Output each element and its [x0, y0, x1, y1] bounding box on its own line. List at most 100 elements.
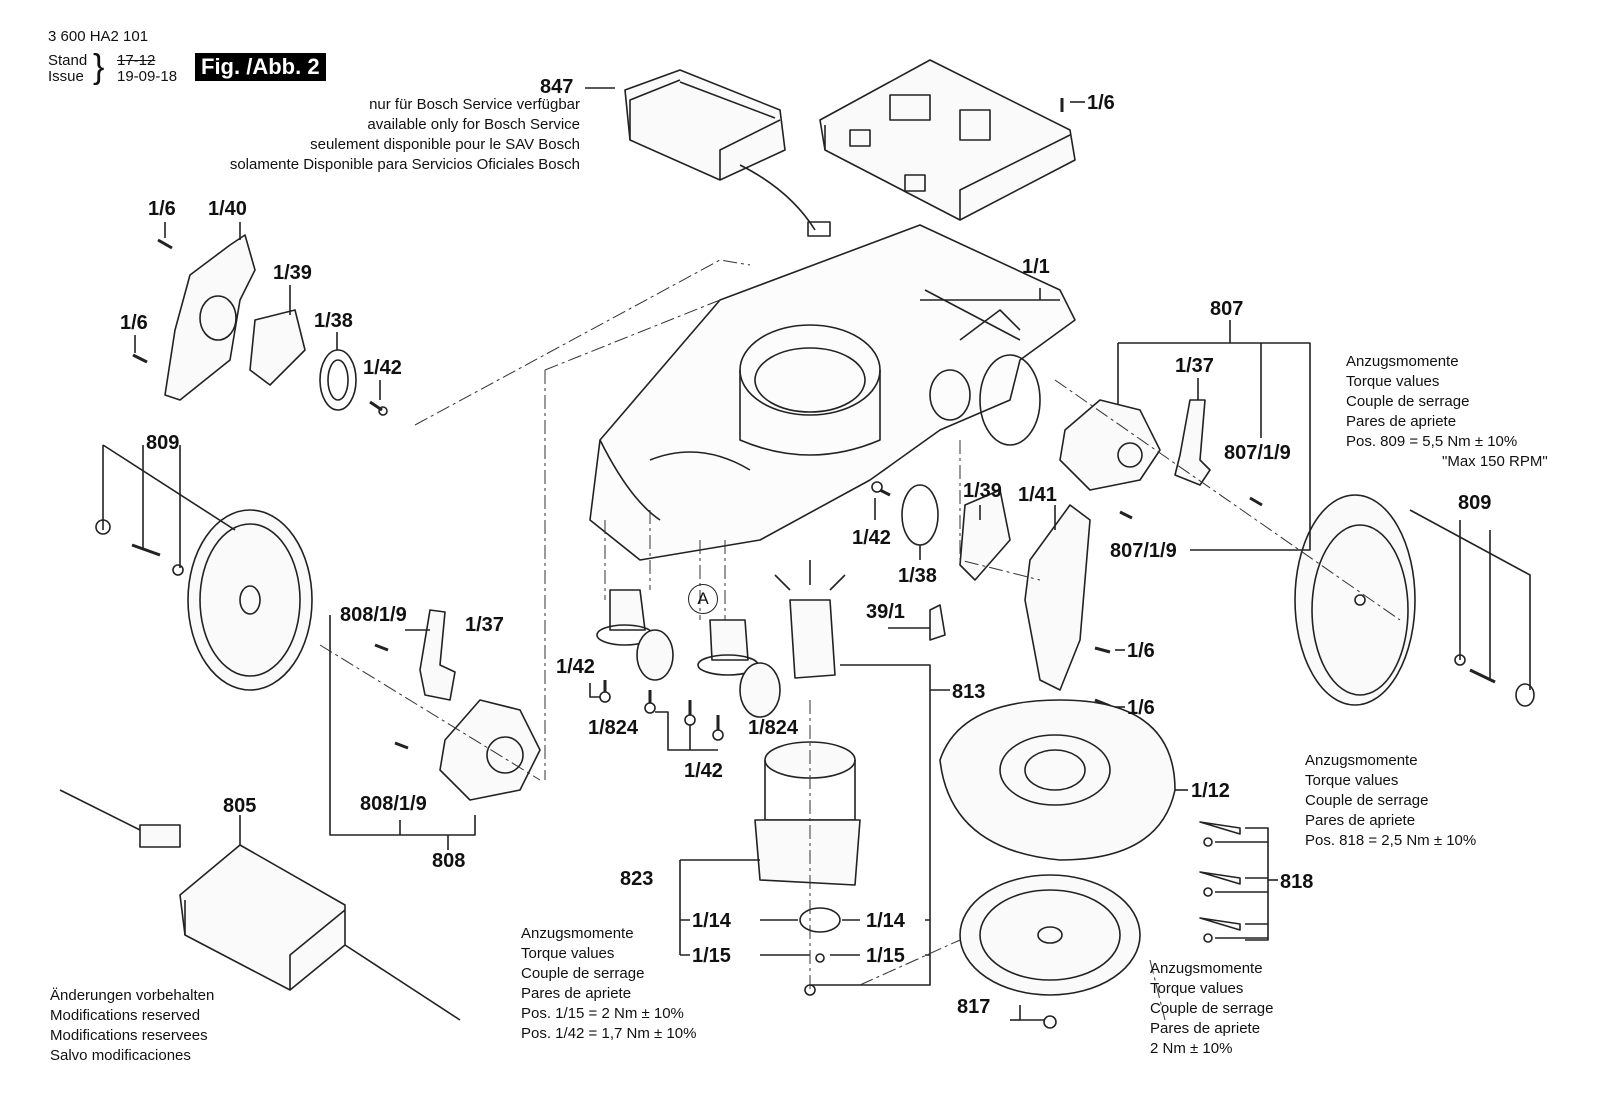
wheel-arm-1-41 [1024, 504, 1091, 691]
callout-1-42: 1/42 [556, 656, 595, 678]
torque-note-line: Torque values [521, 945, 615, 962]
service-note-line: nur für Bosch Service verfügbar [369, 96, 580, 113]
torque-note-line: Torque values [1150, 980, 1244, 997]
callout-1-40: 1/40 [208, 198, 247, 220]
callout-818: 818 [1280, 871, 1314, 893]
blade-disc-817 [959, 874, 1141, 996]
torque-note-818: Anzugsmomente Torque values Couple de se… [1305, 751, 1476, 851]
torque-note-line: Pos. 1/42 = 1,7 Nm ± 10% [521, 1025, 697, 1042]
callout-1-6: 1/6 [1087, 92, 1115, 114]
modifications-line: Änderungen vorbehalten [50, 987, 215, 1004]
callout-1-1: 1/1 [1022, 256, 1050, 278]
callout-1-37: 1/37 [465, 614, 504, 636]
callout-1-6: 1/6 [1127, 697, 1155, 719]
callout-807-1-9: 807/1/9 [1224, 442, 1291, 464]
callout-807: 807 [1210, 298, 1244, 320]
torque-note-817: Anzugsmomente Torque values Couple de se… [1150, 959, 1273, 1059]
torque-note-line: Anzugsmomente [1346, 353, 1459, 370]
torque-note-809: Anzugsmomente Torque values Couple de se… [1346, 352, 1548, 472]
left-gear-cover-1-40 [164, 234, 256, 401]
torque-note-1-15-1-42: Anzugsmomente Torque values Couple de se… [521, 924, 696, 1044]
battery-pack-847 [624, 69, 831, 237]
torque-note-line: "Max 150 RPM" [1442, 453, 1548, 470]
callout-1-41: 1/41 [1018, 484, 1057, 506]
torque-note-line: Torque values [1346, 373, 1440, 390]
callout-817: 817 [957, 996, 991, 1018]
hub-1-38-middle [901, 484, 939, 546]
issue-label: Issue [48, 68, 84, 85]
service-note-line: available only for Bosch Service [367, 116, 580, 133]
service-note: nur für Bosch Service verfügbar availabl… [230, 95, 580, 175]
motor-housing-823 [754, 741, 861, 886]
old-date: 17-12 [117, 52, 156, 69]
torque-note-line: Anzugsmomente [521, 925, 634, 942]
callout-807-1-9: 807/1/9 [1110, 540, 1177, 562]
torque-note-line: Couple de serrage [521, 965, 645, 982]
callout-1-6: 1/6 [120, 312, 148, 334]
left-wheel [187, 509, 313, 691]
blades-818 [1199, 821, 1278, 943]
service-note-line: solamente Disponible para Servicios Ofic… [229, 156, 580, 173]
torque-note-line: Pares de apriete [1305, 812, 1416, 829]
torque-note-line: Pos. 809 = 5,5 Nm ± 10% [1346, 433, 1518, 450]
left-gearbox-808 [439, 699, 541, 801]
callout-1-824: 1/824 [748, 717, 799, 739]
right-wheel [1294, 494, 1416, 706]
torque-note-line: Pos. 1/15 = 2 Nm ± 10% [521, 1005, 684, 1022]
blade-guard-1-12 [939, 699, 1176, 861]
right-gearbox-807 [1059, 399, 1161, 491]
drive-motor-left [596, 589, 674, 681]
callout-1-14: 1/14 [866, 910, 905, 932]
callout-1-38: 1/38 [898, 565, 937, 587]
control-board [819, 59, 1076, 221]
callout-1-39: 1/39 [963, 480, 1002, 502]
modifications-line: Salvo modificaciones [50, 1047, 191, 1064]
callout-1-39: 1/39 [273, 262, 312, 284]
callout-1-824: 1/824 [588, 717, 639, 739]
callout-809: 809 [1458, 492, 1492, 514]
callout-808-1-9: 808/1/9 [360, 793, 427, 815]
stand-label: Stand [48, 52, 88, 69]
callout-805: 805 [223, 795, 257, 817]
torque-note-line: Anzugsmomente [1150, 960, 1263, 977]
callout-39-1: 39/1 [866, 601, 905, 623]
drive-motor-right [697, 619, 781, 718]
blade-motor-813 [774, 560, 846, 679]
torque-note-line: Torque values [1305, 772, 1399, 789]
torque-note-line: Couple de serrage [1305, 792, 1429, 809]
callout-1-15: 1/15 [866, 945, 905, 967]
hub-1-38-left [319, 349, 357, 411]
gear-bracket-1-39-left [249, 309, 306, 386]
callout-1-12: 1/12 [1191, 780, 1230, 802]
charger-805 [59, 789, 461, 1021]
chassis-housing-1-1 [589, 224, 1076, 561]
torque-note-line: Couple de serrage [1346, 393, 1470, 410]
callout-847: 847 [540, 76, 574, 98]
callout-1-15: 1/15 [692, 945, 731, 967]
lever-1-37-left [419, 609, 456, 701]
lever-1-37-right [1174, 399, 1211, 486]
gear-bracket-1-39-middle [959, 489, 1011, 581]
torque-note-line: Anzugsmomente [1305, 752, 1418, 769]
modifications-note: Änderungen vorbehalten Modifications res… [50, 986, 214, 1066]
callout-1-42: 1/42 [363, 357, 402, 379]
plate-1-14 [799, 907, 841, 933]
callout-1-14: 1/14 [692, 910, 731, 932]
callout-1-38: 1/38 [314, 310, 353, 332]
torque-note-line: Pares de apriete [1150, 1020, 1261, 1037]
callout-808-1-9: 808/1/9 [340, 604, 407, 626]
torque-note-line: Pares de apriete [1346, 413, 1457, 430]
callout-823: 823 [620, 868, 654, 890]
callout-1-6: 1/6 [148, 198, 176, 220]
modifications-line: Modifications reservees [50, 1027, 208, 1044]
modifications-line: Modifications reserved [50, 1007, 201, 1024]
callout-1-42: 1/42 [684, 760, 723, 782]
torque-note-line: Pos. 818 = 2,5 Nm ± 10% [1305, 832, 1477, 849]
callout-813: 813 [952, 681, 986, 703]
clip-39-1 [929, 604, 946, 641]
callout-1-6: 1/6 [1127, 640, 1155, 662]
torque-note-line: Couple de serrage [1150, 1000, 1274, 1017]
document-number: 3 600 HA2 101 [48, 28, 149, 45]
callout-808: 808 [432, 850, 466, 872]
